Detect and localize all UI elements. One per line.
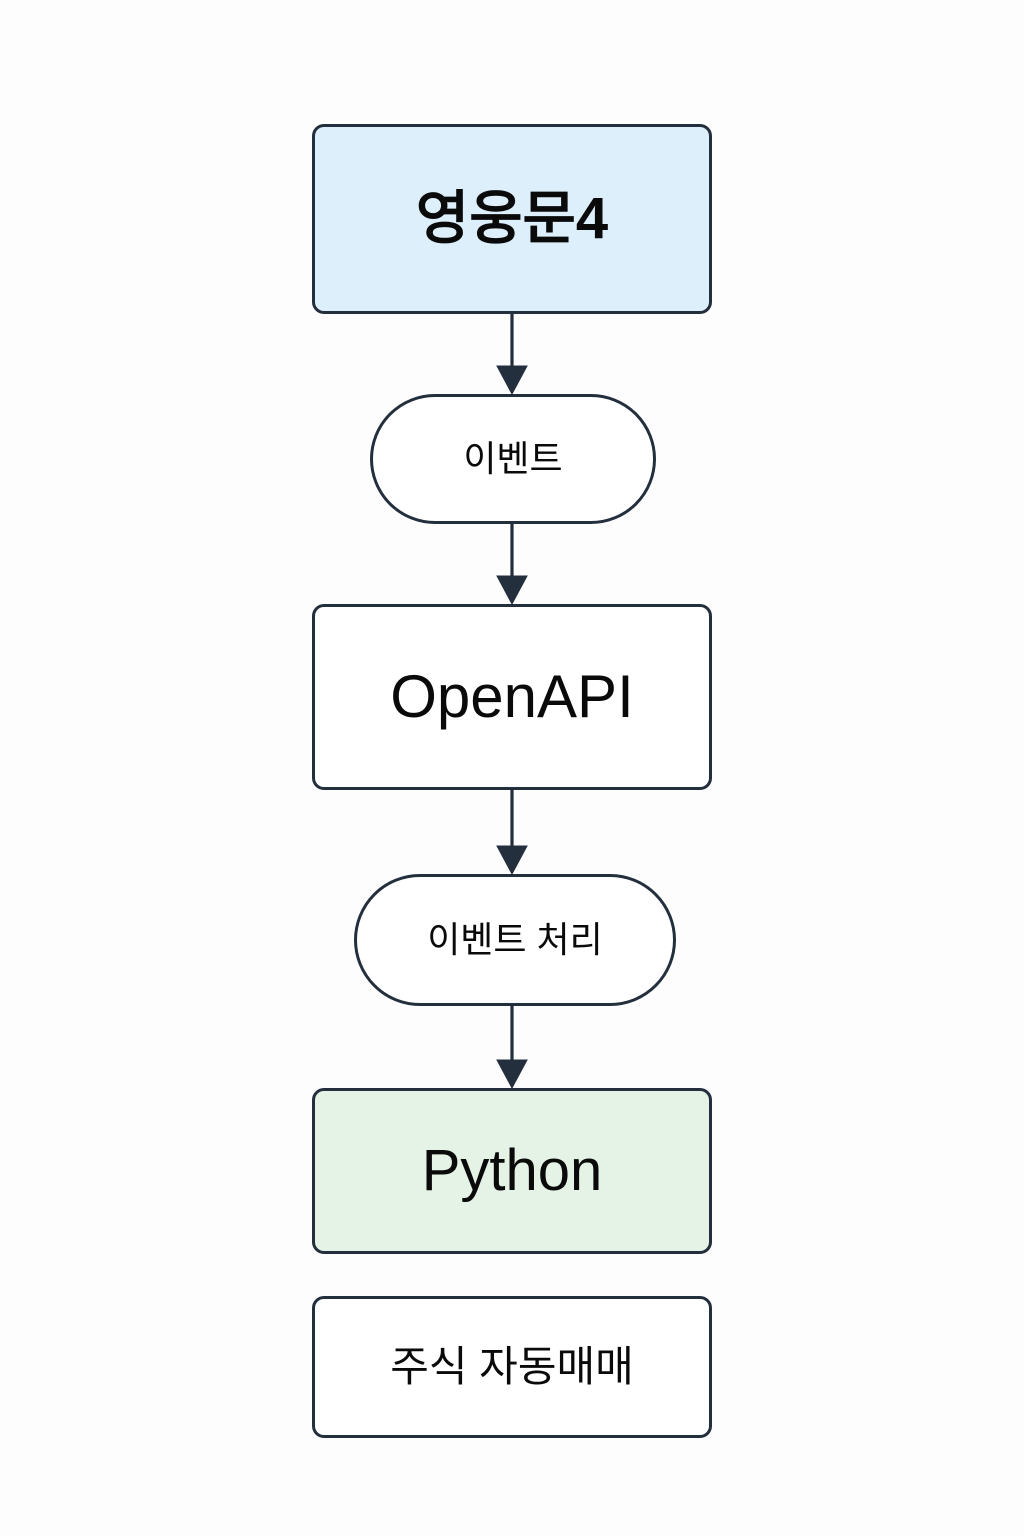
- node-autotrade-label: 주식 자동매매: [390, 1342, 634, 1390]
- node-openapi-label: OpenAPI: [390, 663, 634, 730]
- node-event[interactable]: 이벤트: [370, 394, 656, 524]
- edge-openapi-to-event-handling: [496, 790, 528, 876]
- node-autotrade[interactable]: 주식 자동매매: [312, 1296, 712, 1438]
- edge-event-handling-to-python: [496, 1006, 528, 1090]
- node-python-label: Python: [421, 1138, 603, 1204]
- node-python[interactable]: Python: [312, 1088, 712, 1254]
- edge-event-to-openapi: [496, 524, 528, 606]
- node-event-handling-label: 이벤트 처리: [427, 919, 603, 961]
- node-heroes-label: 영웅문4: [415, 186, 609, 252]
- node-heroes[interactable]: 영웅문4: [312, 124, 712, 314]
- node-openapi[interactable]: OpenAPI: [312, 604, 712, 790]
- node-event-label: 이벤트: [463, 438, 563, 480]
- edge-heroes-to-event: [496, 314, 528, 396]
- node-event-handling[interactable]: 이벤트 처리: [354, 874, 676, 1006]
